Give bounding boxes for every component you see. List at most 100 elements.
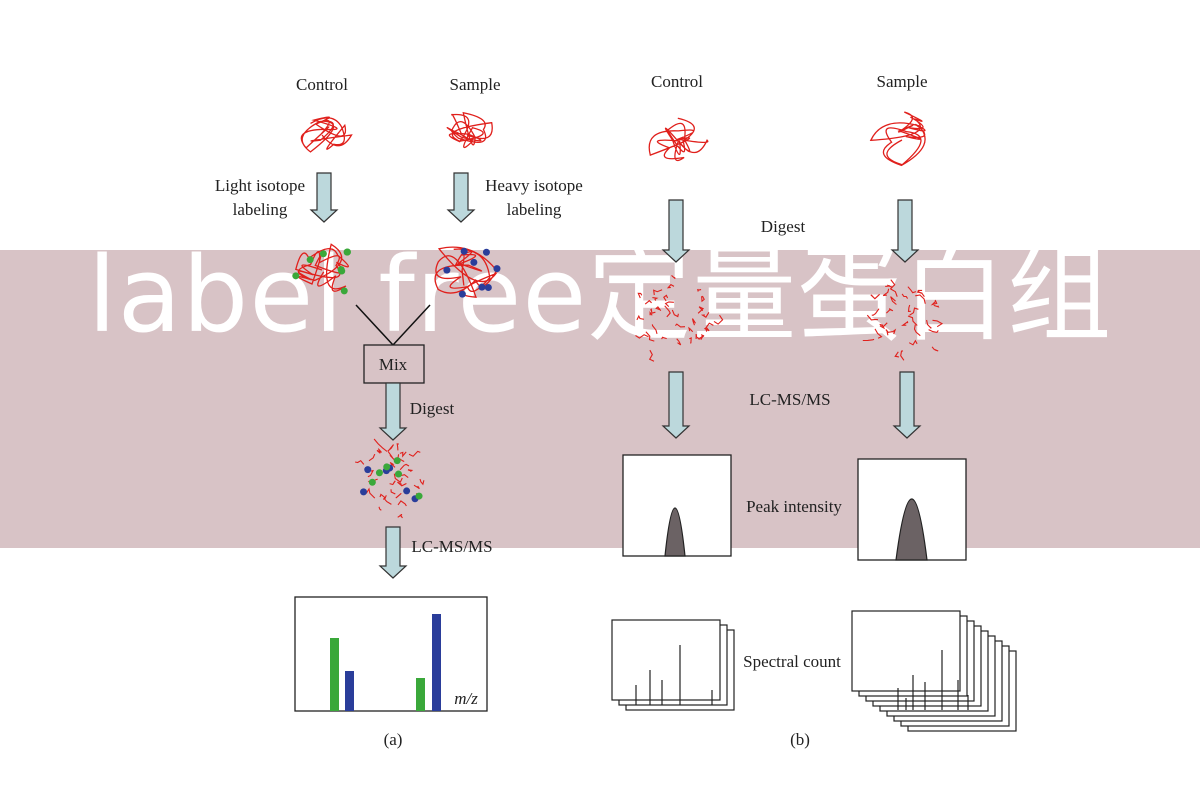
heavy-label-dot xyxy=(484,283,492,291)
mix-line-left xyxy=(355,304,394,346)
peptides-control xyxy=(637,292,643,299)
peptides-sample xyxy=(915,294,926,304)
heavy-peptide-dot xyxy=(403,487,411,495)
peak-sample xyxy=(895,498,928,561)
protein-control-a xyxy=(300,116,353,153)
peptide-mixture xyxy=(379,493,386,500)
peptides-control xyxy=(671,309,679,318)
spectrum-sheet-sample xyxy=(851,610,961,692)
peptides-sample xyxy=(907,315,918,326)
peptides-control xyxy=(671,274,676,280)
watermark-banner xyxy=(0,250,1200,548)
label-light-labeling: labeling xyxy=(233,200,288,219)
peptides-sample xyxy=(932,319,944,328)
light-label-dot xyxy=(292,272,300,280)
peptide-mixture xyxy=(397,500,407,507)
peptides-sample xyxy=(879,322,888,329)
protein-control-b xyxy=(648,117,709,162)
spectrum-bar xyxy=(432,614,441,711)
peptides-sample xyxy=(926,319,932,329)
peptides-control xyxy=(713,314,724,325)
peptides-sample xyxy=(907,286,917,294)
peptides-control xyxy=(663,294,669,302)
peptides-control xyxy=(697,306,705,314)
caption-b: (b) xyxy=(790,730,810,749)
peptide-mixture xyxy=(378,506,382,511)
peptide-mixture xyxy=(365,487,376,499)
peptides-sample xyxy=(909,307,919,316)
heavy-peptide-dot xyxy=(364,466,372,474)
peptides-control xyxy=(701,295,705,303)
label-control-a: Control xyxy=(296,75,348,94)
heavy-label-dot xyxy=(458,290,466,298)
label-heavy-labeling: labeling xyxy=(507,200,562,219)
arrow-lcms-sample xyxy=(892,371,922,439)
peptide-mixture xyxy=(397,513,403,519)
peak-control xyxy=(664,507,686,557)
peptides-control xyxy=(653,289,663,296)
peptides-control xyxy=(689,337,692,344)
peptides-sample xyxy=(901,320,909,326)
peptides-control xyxy=(666,283,675,289)
peptide-mixture xyxy=(399,463,410,471)
arrow-digest-a xyxy=(378,382,408,441)
protein-light-labeled xyxy=(295,243,349,292)
light-label-dot xyxy=(338,267,346,275)
peptides-control xyxy=(691,318,696,326)
spectrum-bar xyxy=(330,638,339,711)
protein-heavy-labeled xyxy=(434,246,498,298)
peptides-sample xyxy=(894,351,900,358)
heavy-label-dot xyxy=(493,265,501,273)
light-label-dot xyxy=(306,256,314,264)
peptides-sample xyxy=(890,288,898,297)
artwork xyxy=(292,111,1017,732)
peptides-sample xyxy=(900,350,905,361)
peptides-control xyxy=(652,297,659,301)
peptides-sample xyxy=(874,328,883,339)
heavy-peptide-dot xyxy=(360,488,368,496)
peptides-sample xyxy=(907,304,911,312)
light-peptide-dot xyxy=(383,463,391,471)
peptides-control xyxy=(700,334,705,340)
label-peak-intensity: Peak intensity xyxy=(746,497,842,516)
label-mz: m/z xyxy=(454,689,478,708)
peptides-control xyxy=(649,310,653,316)
peptides-control xyxy=(644,299,652,305)
peptides-sample xyxy=(931,346,939,352)
label-sample-a: Sample xyxy=(450,75,501,94)
peptides-sample xyxy=(885,284,893,288)
banner-title: label free定量蛋白组 xyxy=(87,234,1113,356)
peptides-sample xyxy=(870,293,880,300)
peptide-mixture xyxy=(393,473,403,484)
heavy-label-dot xyxy=(470,258,478,266)
peptide-mixture xyxy=(367,469,375,478)
peptides-sample xyxy=(908,339,918,346)
peptides-control xyxy=(661,336,667,340)
peptides-control xyxy=(674,323,686,328)
label-lcms-a: LC-MS/MS xyxy=(411,537,492,556)
peptides-sample xyxy=(889,279,896,290)
peptides-control xyxy=(695,334,698,340)
peptides-control xyxy=(664,301,674,307)
arrow-heavy-labeling xyxy=(446,172,476,223)
peptide-mixture xyxy=(396,443,399,451)
light-peptide-dot xyxy=(393,457,401,465)
peptides-control xyxy=(676,338,682,346)
light-peptide-dot xyxy=(368,478,376,486)
label-digest-a: Digest xyxy=(410,399,455,418)
mass-spectrum-box xyxy=(294,596,488,712)
peptide-mixture xyxy=(373,438,388,452)
light-label-dot xyxy=(340,287,348,295)
label-light-isotope: Light isotope xyxy=(215,176,305,195)
arrow-lcms-a xyxy=(378,526,408,579)
peptides-control xyxy=(664,305,671,318)
peptide-mixture xyxy=(387,451,396,462)
peptides-sample xyxy=(933,304,940,308)
peptide-mixture xyxy=(407,469,414,473)
light-peptide-dot xyxy=(375,469,383,477)
heavy-label-dot xyxy=(482,248,490,256)
peptides-control xyxy=(697,288,702,292)
peptides-sample xyxy=(866,314,878,321)
peptides-sample xyxy=(871,308,880,316)
